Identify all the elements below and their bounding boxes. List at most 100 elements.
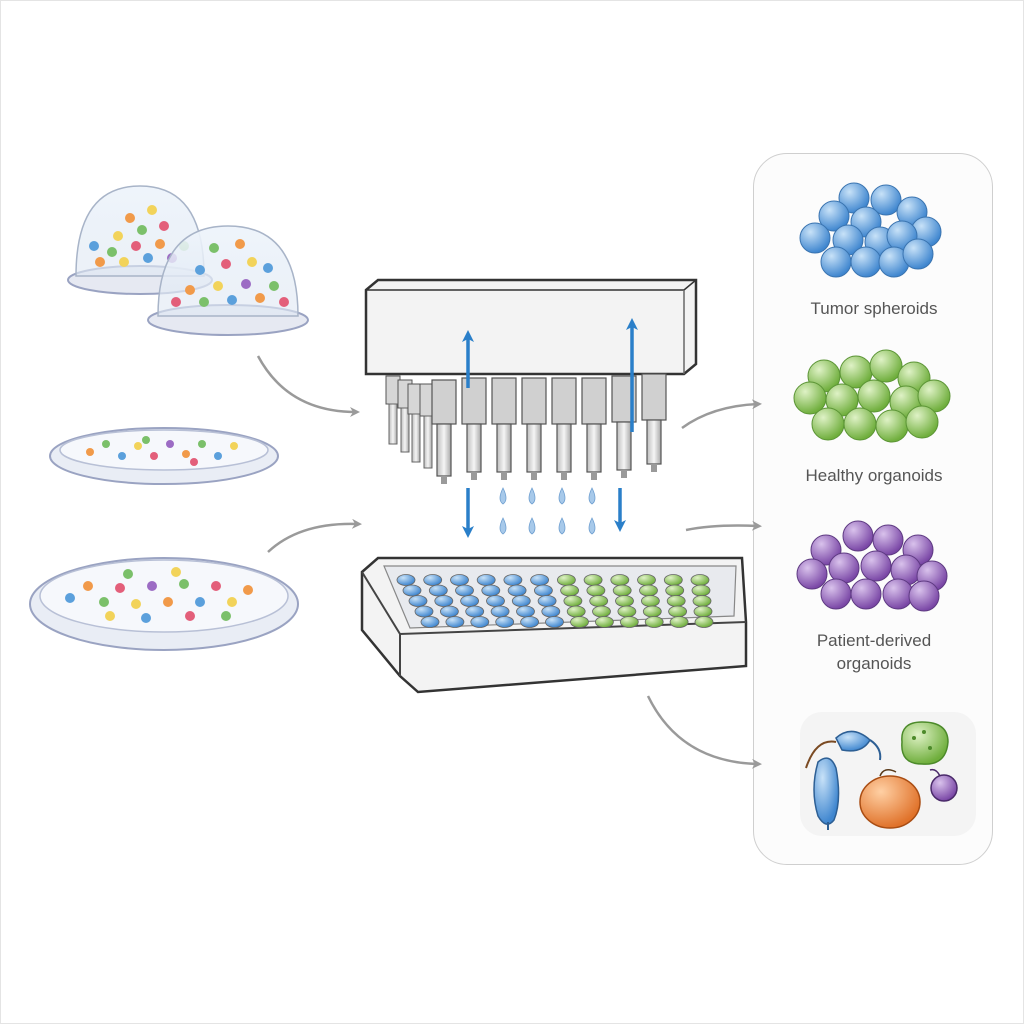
plate-well [560,584,579,597]
patient-organoid-cluster-sphere [850,578,882,610]
plate-well [690,574,710,586]
plate-well [476,574,496,586]
tumor-spheroid-cluster-sphere [799,222,831,254]
plate-well [665,584,685,597]
patient-derived-label: Patient-derived [816,631,932,650]
plate-well [428,584,448,597]
plate-well [644,616,664,628]
plate-well [402,584,422,597]
petri-dish-small [49,427,279,485]
patient-organoid-cluster-sphere [908,580,940,612]
orange-cell-icon [859,769,921,829]
plate-well [414,605,434,618]
plate-well [637,574,656,586]
plate-well [420,616,440,628]
plate-well [583,574,603,586]
green-cell-icon [901,721,949,765]
well-plate [360,556,748,694]
plate-well [520,616,539,628]
patient-organoid-cluster-sphere [842,520,874,552]
plate-well [663,574,683,586]
plate-well [396,574,416,586]
tumor-spheroid-cluster-sphere [818,200,850,232]
patient-organoid-cluster-sphere [820,578,852,610]
plate-well [470,616,490,628]
droplets [499,487,596,535]
patient-organoid-cluster-sphere [860,550,892,582]
mixed-cells-group [800,712,976,836]
plate-wells [396,574,714,628]
plate-well [694,616,714,628]
dispense-arrows [462,488,626,538]
dome-2-cells [171,239,289,307]
plate-well [691,584,711,597]
plate-well [439,605,459,618]
plate-well [557,574,576,586]
patient-derived-label-line2: organoids [836,654,912,673]
aspirate-arrows [462,318,638,432]
plate-well [495,616,515,628]
tumor-spheroid-cluster-sphere [820,246,852,278]
plate-well [617,605,637,618]
plate-well [445,616,465,628]
plate-well [541,605,561,618]
patient-organoid-cluster-sphere [796,558,828,590]
plate-well [639,584,658,597]
tumor-spheroid-cluster-sphere [870,184,902,216]
plate-well [666,595,686,607]
plate-well [503,574,523,586]
plate-well [455,584,474,597]
plate-well [450,574,469,586]
patient-organoid-cluster-sphere [872,524,904,556]
blue-cell-icon [805,730,882,830]
healthy-organoid-cluster [793,349,951,443]
plate-well [481,584,501,597]
tumor-spheroid-cluster-sphere [902,238,934,270]
plate-well [619,616,639,628]
plate-well [423,574,443,586]
culture-domes [67,185,309,336]
input-arrows [256,355,362,553]
tumor-spheroid-cluster [799,182,942,278]
purple-cell-icon [929,768,958,802]
plate-well [693,605,713,618]
healthy-organoid-cluster-sphere [875,409,909,443]
tumor-spheroids-label: Tumor spheroids [810,299,938,318]
tumor-spheroid-cluster-sphere [850,246,882,278]
plate-well [511,595,531,607]
plate-well [669,616,689,628]
plate-well [641,595,660,607]
petri-dish-large [29,557,299,651]
plate-well [507,584,527,597]
plate-well [537,595,557,607]
plate-well [490,605,510,618]
plate-well [592,605,611,618]
plate-well [486,595,505,607]
dome-1-cells [89,205,189,267]
dispenser-tips [385,373,667,484]
plate-well [595,616,614,628]
dish-small-cells [86,436,238,466]
healthy-organoid-cluster-sphere [869,349,903,383]
healthy-organoid-cluster-sphere [811,407,845,441]
patient-organoid-cluster [796,520,948,612]
plate-well [615,595,634,607]
plate-well [434,595,454,607]
healthy-organoids-label: Healthy organoids [805,466,943,485]
healthy-organoid-cluster-sphere [857,379,891,413]
plate-well [563,595,583,607]
healthy-organoid-cluster-sphere [905,405,939,439]
plate-well [586,584,606,597]
plate-well [530,574,549,586]
plate-well [460,595,480,607]
plate-well [534,584,553,597]
healthy-organoid-cluster-sphere [843,407,877,441]
plate-well [545,616,564,628]
plate-well [516,605,535,618]
plate-well [612,584,632,597]
plate-well [465,605,485,618]
plate-well [570,616,589,628]
patient-organoid-cluster-sphere [828,552,860,584]
